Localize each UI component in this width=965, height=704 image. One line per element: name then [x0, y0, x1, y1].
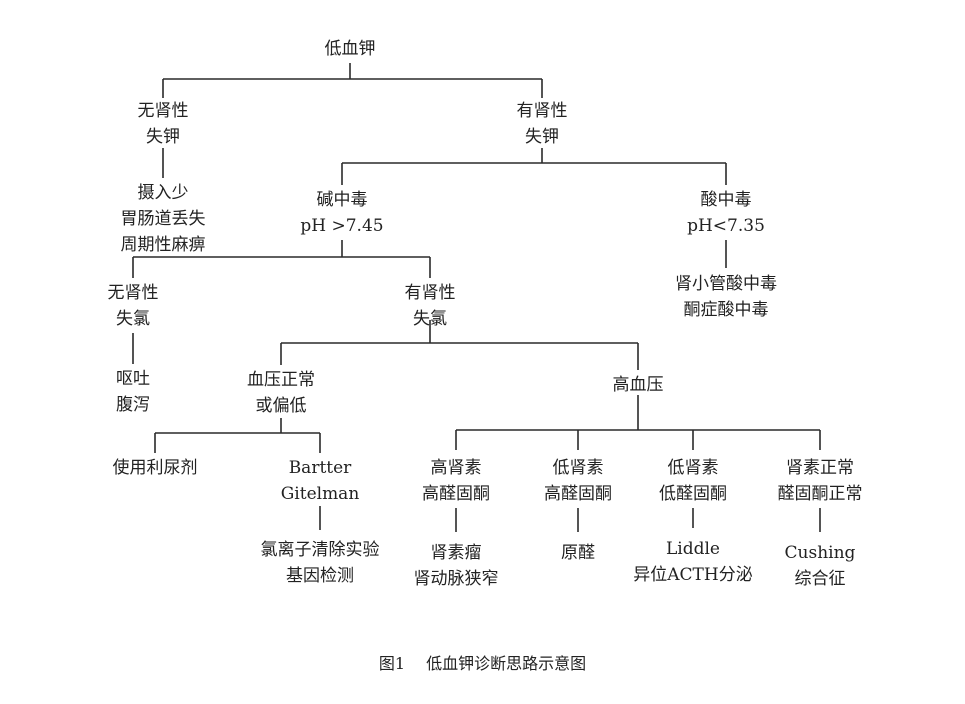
node-low-renin-high-aldosterone: 低肾素 高醛固酮: [544, 458, 612, 504]
node-hypertension: 高血压: [612, 375, 664, 395]
node-non-renal-cl-loss: 无肾性 失氯: [107, 283, 159, 329]
figure-title: 低血钾诊断思路示意图: [426, 654, 587, 673]
node-reninoma: 肾素瘤 肾动脉狭窄: [413, 543, 499, 589]
node-non-renal-causes: 摄入少 胃肠道丢失 周期性麻痹: [120, 183, 206, 255]
node-alkalosis: 碱中毒 pH >7.45: [300, 190, 384, 236]
figure-caption: 图1 低血钾诊断思路示意图: [0, 650, 965, 674]
node-acidosis: 酸中毒 pH<7.35: [687, 190, 765, 236]
node-diuretic: 使用利尿剂: [112, 458, 198, 478]
node-cushing: Cushing 综合征: [784, 543, 856, 589]
node-non-renal-k-loss: 无肾性 失钾: [137, 101, 189, 147]
node-high-renin-high-aldosterone: 高肾素 高醛固酮: [422, 458, 490, 504]
node-bartter-gitelman: Bartter Gitelman: [280, 458, 360, 504]
node-acidosis-causes: 肾小管酸中毒 酮症酸中毒: [675, 274, 777, 320]
node-vomit-diarrhea: 呕吐 腹泻: [116, 369, 150, 415]
node-low-renin-low-aldosterone: 低肾素 低醛固酮: [659, 458, 727, 504]
node-liddle: Liddle 异位ACTH分泌: [633, 539, 753, 585]
node-primary-aldosteronism: 原醛: [561, 543, 595, 563]
node-renal-cl-loss: 有肾性 失氯: [404, 283, 456, 329]
node-normal-low-bp: 血压正常 或偏低: [247, 370, 315, 416]
node-renal-k-loss: 有肾性 失钾: [516, 101, 568, 147]
node-cl-clearance-gene-test: 氯离子清除实验 基因检测: [260, 540, 380, 586]
node-hypokalemia: 低血钾: [324, 39, 376, 59]
figure-number: 图1: [378, 654, 406, 673]
node-normal-renin-aldosterone: 肾素正常 醛固酮正常: [777, 458, 863, 504]
